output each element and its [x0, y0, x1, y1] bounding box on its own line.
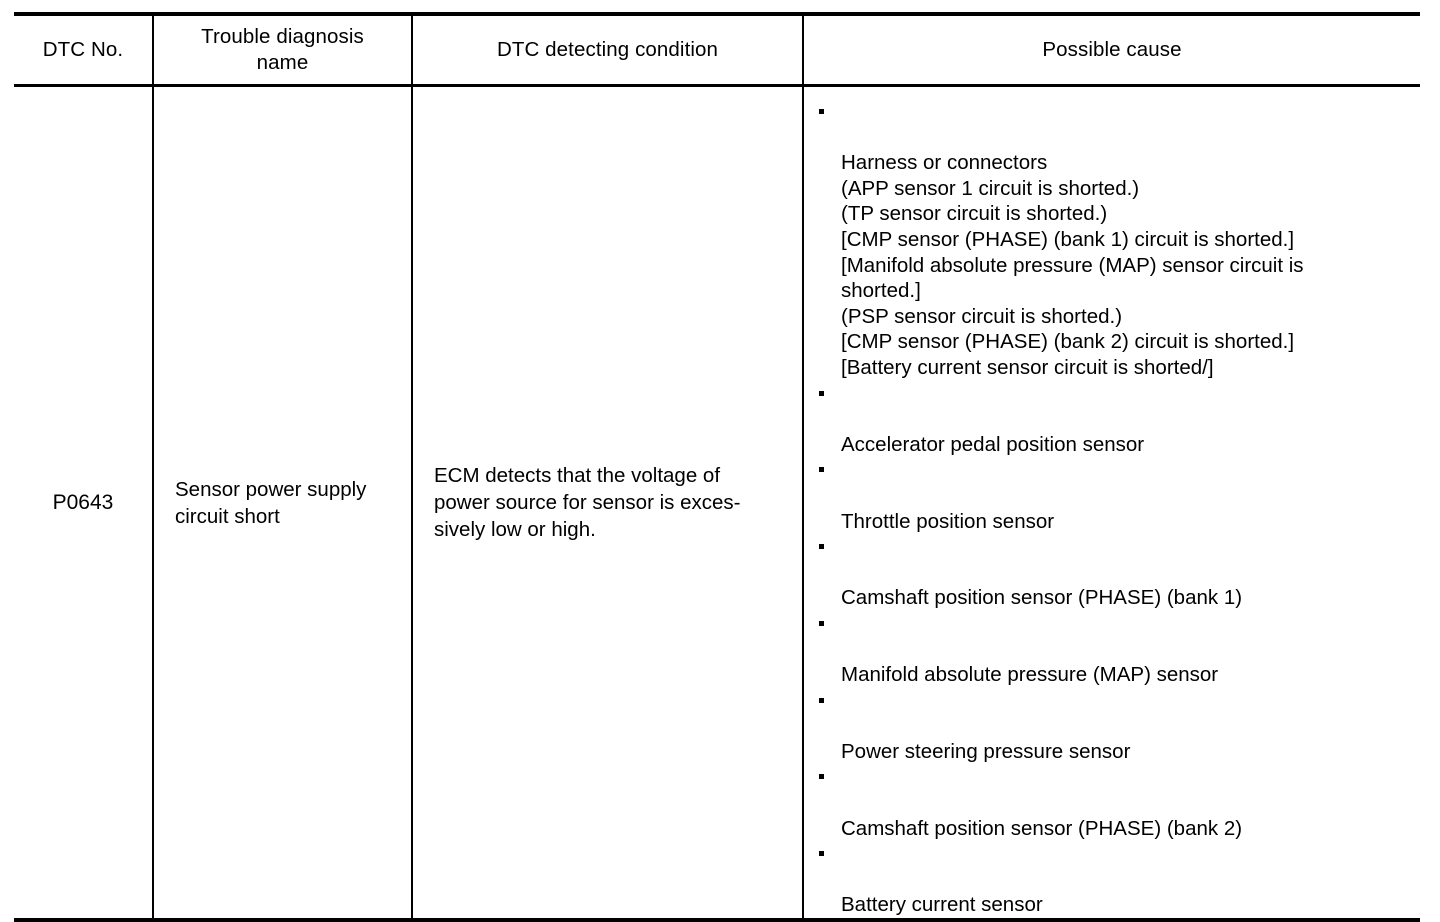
- possible-cause-list: Harness or connectors (APP sensor 1 circ…: [813, 99, 1410, 918]
- list-item-text: Accelerator pedal position sensor: [841, 432, 1145, 456]
- table-body: P0643 Sensor power supply circuit short …: [14, 85, 1420, 922]
- list-item: Power steering pressure sensor: [813, 688, 1410, 765]
- cell-possible-cause: Harness or connectors (APP sensor 1 circ…: [802, 85, 1420, 922]
- list-item: Manifold absolute pressure (MAP) sensor: [813, 611, 1410, 688]
- list-item: Harness or connectors (APP sensor 1 circ…: [813, 99, 1410, 381]
- list-item-text: Manifold absolute pressure (MAP) sensor: [841, 663, 1219, 687]
- list-item: Accelerator pedal position sensor: [813, 381, 1410, 458]
- list-item-text: Camshaft position sensor (PHASE) (bank 1…: [841, 586, 1243, 610]
- list-item: Throttle position sensor: [813, 457, 1410, 534]
- list-item-text: Power steering pressure sensor: [841, 739, 1131, 763]
- bullet-icon: [819, 390, 824, 396]
- column-header-dtc-detecting-condition: DTC detecting condition: [411, 12, 803, 87]
- cell-dtc-no: P0643: [14, 85, 153, 922]
- table-row: P0643 Sensor power supply circuit short …: [14, 85, 1420, 922]
- dtc-diagnosis-table: DTC No. Trouble diagnosis name DTC detec…: [14, 12, 1420, 922]
- list-item: Camshaft position sensor (PHASE) (bank 1…: [813, 534, 1410, 611]
- bullet-icon: [819, 851, 824, 857]
- table-header: DTC No. Trouble diagnosis name DTC detec…: [14, 12, 1420, 87]
- bullet-icon: [819, 620, 824, 626]
- list-item-text: Camshaft position sensor (PHASE) (bank 2…: [841, 816, 1243, 840]
- column-header-possible-cause: Possible cause: [802, 12, 1420, 87]
- list-item-text: Harness or connectors (APP sensor 1 circ…: [841, 151, 1304, 379]
- column-header-trouble-diagnosis-name: Trouble diagnosis name: [152, 12, 412, 87]
- list-item-text: Throttle position sensor: [841, 509, 1055, 533]
- document-page: DTC No. Trouble diagnosis name DTC detec…: [14, 12, 1420, 922]
- column-header-dtc-no: DTC No.: [14, 12, 153, 87]
- cell-trouble-diagnosis-name: Sensor power supply circuit short: [152, 85, 412, 922]
- list-item: Camshaft position sensor (PHASE) (bank 2…: [813, 764, 1410, 841]
- bullet-icon: [819, 697, 824, 703]
- table-header-row: DTC No. Trouble diagnosis name DTC detec…: [14, 12, 1420, 87]
- list-item-text: Battery current sensor: [841, 893, 1043, 917]
- bullet-icon: [819, 544, 824, 550]
- list-item: Battery current sensor: [813, 841, 1410, 918]
- bullet-icon: [819, 467, 824, 473]
- cell-dtc-detecting-condition: ECM detects that the voltage of power so…: [411, 85, 803, 922]
- bullet-icon: [819, 109, 824, 114]
- bullet-icon: [819, 774, 824, 780]
